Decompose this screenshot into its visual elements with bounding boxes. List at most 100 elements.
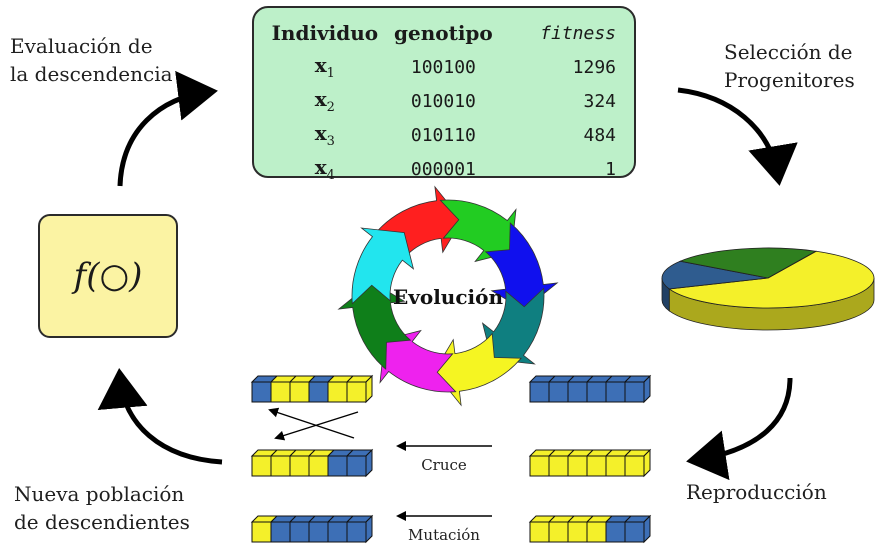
gene-cell <box>567 455 588 477</box>
chromosome-parent-right-c <box>528 514 652 544</box>
selection-label: Selección de Progenitores <box>724 38 855 94</box>
gene-cell <box>308 455 329 477</box>
fitness-function-text: f(○) <box>73 256 143 296</box>
individual-name: x <box>314 155 327 179</box>
individual-index: 1 <box>326 66 335 81</box>
fitness-cell: 1296 <box>572 56 616 78</box>
gene-cell <box>251 455 272 477</box>
gene-cell <box>567 521 588 543</box>
genotype-cell: 010010 <box>410 90 476 112</box>
table-row: x2 010010 324 <box>270 84 622 118</box>
new-population-label: Nueva población de descendientes <box>14 480 190 536</box>
gene-cell <box>586 521 607 543</box>
chromosome-mutated <box>250 514 374 544</box>
gene-cell <box>327 381 348 403</box>
table-row: x3 010110 484 <box>270 118 622 152</box>
new-population-label-line1: Nueva población <box>14 482 185 506</box>
evaluation-label: Evaluación de la descendencia <box>10 32 173 88</box>
gene-cell <box>529 521 550 543</box>
gene-cell <box>289 381 310 403</box>
gene-side <box>365 374 373 404</box>
fitness-function-box: f(○) <box>38 214 178 338</box>
cycle-arrow-segment <box>351 227 415 305</box>
fitness-cell: 324 <box>583 90 616 112</box>
gene-cell <box>529 455 550 477</box>
individual-cell: x1 <box>270 50 380 84</box>
gene-side <box>365 448 373 478</box>
crossover-label: Cruce <box>421 456 467 474</box>
table-row: x4 000001 1 <box>270 152 622 186</box>
pie-slice <box>678 247 818 279</box>
arrow-table-to-selection <box>677 87 798 186</box>
pie-slice <box>661 260 769 290</box>
table-header-row: Individuo genotipo fitness <box>270 16 622 50</box>
chromosome-area <box>250 374 652 544</box>
individual-cell: x3 <box>270 118 380 152</box>
gene-cell <box>624 381 645 403</box>
gene-side <box>643 514 651 544</box>
reproduction-label: Reproducción <box>686 478 827 506</box>
fitness-cell: 1 <box>605 158 616 180</box>
pie-slice <box>767 250 818 279</box>
selection-label-line2: Progenitores <box>724 68 855 92</box>
gene-cell <box>548 381 569 403</box>
mutation-label: Mutación <box>408 526 480 544</box>
gene-cell <box>289 455 310 477</box>
gene-cell <box>346 521 367 543</box>
selection-pie-chart <box>661 247 875 331</box>
gene-cell <box>270 381 291 403</box>
gene-cell <box>346 381 367 403</box>
chromosome-parent-a <box>250 374 374 404</box>
gene-cell <box>289 521 310 543</box>
table-row: x1 100100 1296 <box>270 50 622 84</box>
gene-cell <box>548 455 569 477</box>
gene-cell <box>605 455 626 477</box>
individual-cell: x4 <box>270 152 380 186</box>
individual-index: 4 <box>326 168 335 183</box>
chromosome-offspring <box>250 448 374 478</box>
selection-label-line1: Selección de <box>724 40 853 64</box>
gene-cell <box>605 521 626 543</box>
gene-cell <box>308 521 329 543</box>
new-population-label-line2: de descendientes <box>14 510 190 534</box>
gene-cell <box>567 381 588 403</box>
chromosome-parent-right-a <box>528 374 652 404</box>
chromosome-parent-right-b <box>528 448 652 478</box>
genotype-cell: 000001 <box>410 158 476 180</box>
individual-index: 3 <box>326 134 335 149</box>
gene-cell <box>327 521 348 543</box>
gene-cell <box>251 521 272 543</box>
evaluation-label-line1: Evaluación de <box>10 34 153 58</box>
evolution-cycle <box>337 185 559 407</box>
gene-cell <box>270 521 291 543</box>
genotype-cell: 010110 <box>410 124 476 146</box>
pie-slice <box>668 250 875 309</box>
fitness-cell: 484 <box>583 124 616 146</box>
gene-cell <box>308 381 329 403</box>
header-fitness: fitness <box>540 22 616 44</box>
reproduction-label-text: Reproducción <box>686 480 827 504</box>
evaluation-label-line2: la descendencia <box>10 62 173 86</box>
header-individual: Individuo <box>271 21 379 45</box>
arrow-evaluation-to-table <box>117 70 218 187</box>
individual-index: 2 <box>326 100 335 115</box>
gene-cell <box>346 455 367 477</box>
gene-side <box>643 374 651 404</box>
arrow-selection-to-reproduction <box>686 377 793 481</box>
evolution-text: Evolución <box>393 285 503 309</box>
genotype-cell: 100100 <box>410 56 476 78</box>
gene-cell <box>605 381 626 403</box>
arrow-population-to-function <box>97 368 223 465</box>
individual-cell: x2 <box>270 84 380 118</box>
gene-cell <box>327 455 348 477</box>
gene-cell <box>529 381 550 403</box>
crossover-line-b-head <box>268 407 280 418</box>
gene-side <box>365 514 373 544</box>
gene-cell <box>586 455 607 477</box>
gene-cell <box>624 455 645 477</box>
gene-cell <box>270 455 291 477</box>
crossover-line-b <box>275 411 355 439</box>
